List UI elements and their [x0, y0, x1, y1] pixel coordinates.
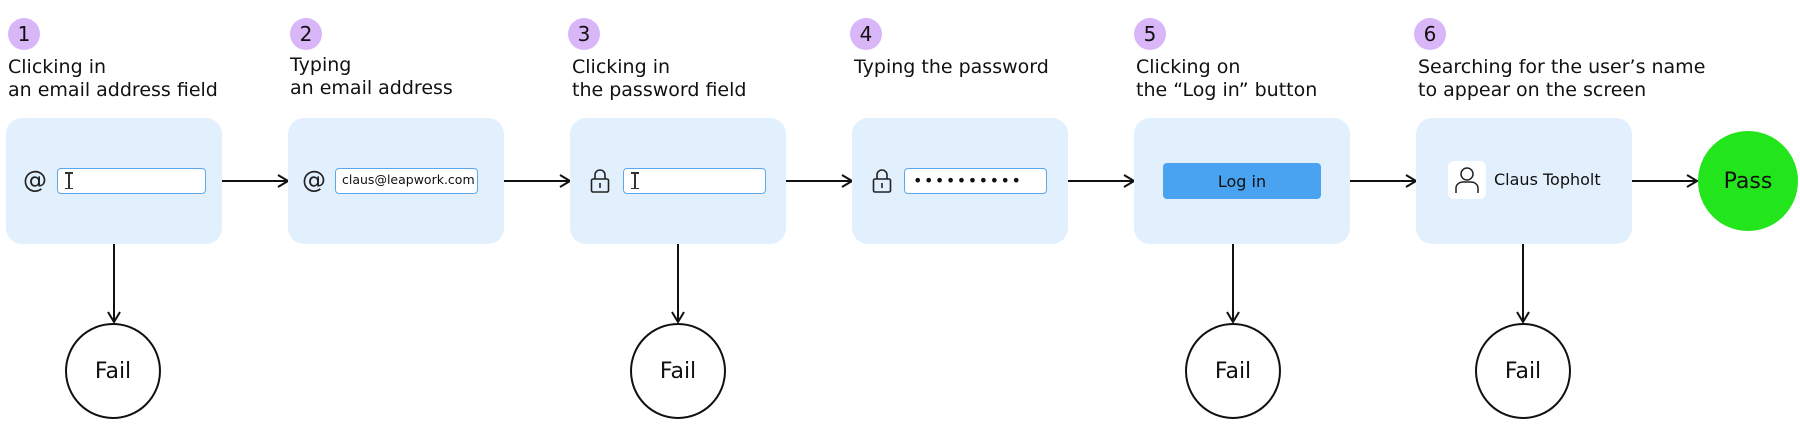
step-title-line: the “Log in” button	[1136, 79, 1318, 101]
step-card-password-type: ••••••••••	[852, 118, 1068, 244]
password-field[interactable]	[623, 168, 766, 194]
lock-icon	[872, 169, 892, 193]
at-icon: @	[302, 166, 326, 194]
step-title-line: the password field	[572, 79, 747, 101]
step-title-line: Clicking in	[8, 56, 107, 78]
email-field-value: claus@leapwork.com	[342, 172, 475, 187]
step-title-line: an email address	[290, 77, 453, 99]
step-title: Clicking on the “Log in” button	[1136, 56, 1416, 102]
text-cursor-icon	[65, 172, 72, 189]
user-icon	[1455, 167, 1479, 193]
password-field-value: ••••••••••	[913, 171, 1023, 190]
step-title-line: Typing	[290, 54, 352, 76]
email-field[interactable]	[57, 168, 206, 194]
step-title-line: Clicking on	[1136, 56, 1241, 78]
fail-node: Fail	[65, 323, 161, 419]
at-icon: @	[23, 166, 47, 194]
step-number-badge: 4	[850, 18, 882, 50]
user-name-label: Claus Topholt	[1494, 170, 1601, 189]
step-title: Typing the password	[854, 56, 1134, 79]
lock-icon	[590, 169, 610, 193]
step-title-line: to appear on the screen	[1418, 79, 1647, 101]
text-cursor-icon	[631, 172, 638, 189]
step-card-email-click: @	[6, 118, 222, 244]
step-title-line: Searching for the user’s name	[1418, 56, 1706, 78]
step-card-user-search: Claus Topholt	[1416, 118, 1632, 244]
step-number-badge: 1	[8, 18, 40, 50]
step-card-login-click: Log in	[1134, 118, 1350, 244]
step-title-line: Clicking in	[572, 56, 671, 78]
step-title: Searching for the user’s name to appear …	[1418, 56, 1706, 102]
fail-node: Fail	[1185, 323, 1281, 419]
avatar	[1448, 161, 1486, 199]
step-title: Typing an email address	[290, 54, 570, 100]
step-title: Clicking in an email address field	[8, 56, 288, 102]
step-number-badge: 2	[290, 18, 322, 50]
log-in-button[interactable]: Log in	[1163, 163, 1321, 199]
step-title: Clicking in the password field	[572, 56, 852, 102]
fail-node: Fail	[1475, 323, 1571, 419]
step-card-email-type: @ claus@leapwork.com	[288, 118, 504, 244]
email-field[interactable]: claus@leapwork.com	[335, 168, 478, 194]
step-number-badge: 3	[568, 18, 600, 50]
step-number-badge: 6	[1414, 18, 1446, 50]
pass-node: Pass	[1698, 131, 1798, 231]
step-number-badge: 5	[1134, 18, 1166, 50]
password-field[interactable]: ••••••••••	[904, 168, 1047, 194]
step-title-line: an email address field	[8, 79, 218, 101]
step-title-line: Typing the password	[854, 56, 1049, 78]
step-card-password-click	[570, 118, 786, 244]
fail-node: Fail	[630, 323, 726, 419]
